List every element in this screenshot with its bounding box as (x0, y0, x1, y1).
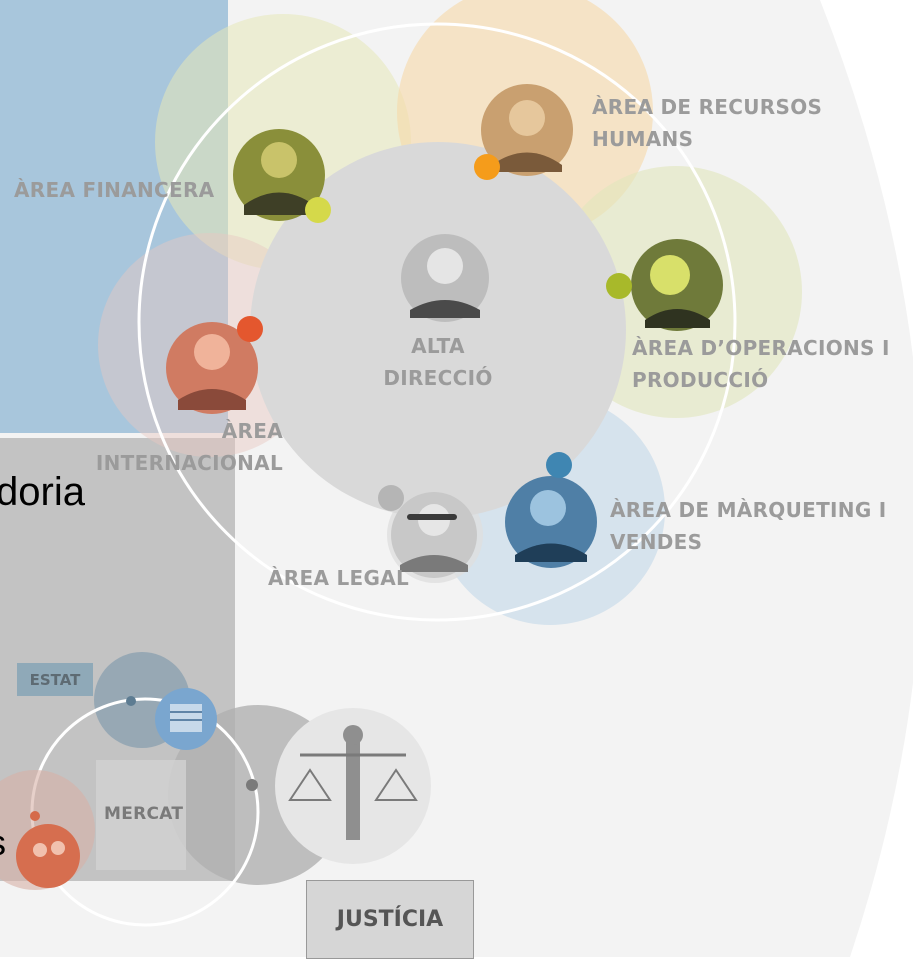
avatar-marqueting (505, 476, 597, 568)
justice-statue-photo (275, 708, 431, 864)
area-marqueting-line1: ÀREA DE MÀRQUETING I (610, 498, 887, 522)
avatar-legal (391, 492, 477, 578)
outer-ring (137, 22, 737, 622)
area-internacional-line2: INTERNACIONAL (95, 451, 283, 475)
area-operacions-line2: PRODUCCIÓ (632, 368, 769, 392)
internacional-dot (237, 316, 263, 342)
area-operacions-label: ÀREA D’OPERACIONS I PRODUCCIÓ (632, 332, 890, 396)
area-rrhh-label: ÀREA DE RECURSOS HUMANS (592, 91, 822, 155)
area-legal-label: ÀREA LEGAL (268, 566, 410, 590)
operacions-dot (606, 273, 632, 299)
justicia-dot (246, 779, 258, 791)
avatar-operacions (631, 239, 723, 331)
area-rrhh-line2: HUMANS (592, 127, 694, 151)
area-marqueting-line2: VENDES (610, 530, 703, 554)
people-photo (16, 824, 80, 888)
avatar-internacional (166, 322, 258, 414)
area-marqueting-label: ÀREA DE MÀRQUETING I VENDES (610, 494, 887, 558)
rrhh-dot (474, 154, 500, 180)
alta-direccio-disc (250, 142, 626, 518)
heading-fragment: doria (0, 470, 85, 514)
mercat-image (96, 760, 186, 870)
area-internacional-line1: ÀREA (221, 419, 283, 443)
area-internacional-label: ÀREA INTERNACIONAL (96, 415, 283, 479)
area-operacions-line1: ÀREA D’OPERACIONS I (632, 336, 890, 360)
area-financera-label: ÀREA FINANCERA (14, 178, 215, 202)
mercat-label: MERCAT (104, 804, 184, 824)
center-label: ALTA DIRECCIÓ (383, 330, 492, 394)
building-photo (155, 688, 217, 750)
estat-dot (126, 696, 136, 706)
estat-tag: ESTAT (17, 663, 93, 696)
financera-dot (305, 197, 331, 223)
avatar-direccio (401, 234, 489, 322)
left-text-fragment: s (0, 822, 6, 864)
center-label-line1: ALTA (411, 334, 465, 358)
people-dot (30, 811, 40, 821)
avatar-financera (233, 129, 325, 221)
avatar-rrhh (481, 84, 573, 176)
justicia-button[interactable]: JUSTÍCIA (306, 880, 474, 959)
area-rrhh-line1: ÀREA DE RECURSOS (592, 95, 823, 119)
marqueting-dot (546, 452, 572, 478)
right-margin (820, 0, 913, 957)
center-label-line2: DIRECCIÓ (383, 366, 493, 390)
legal-dot (378, 485, 404, 511)
